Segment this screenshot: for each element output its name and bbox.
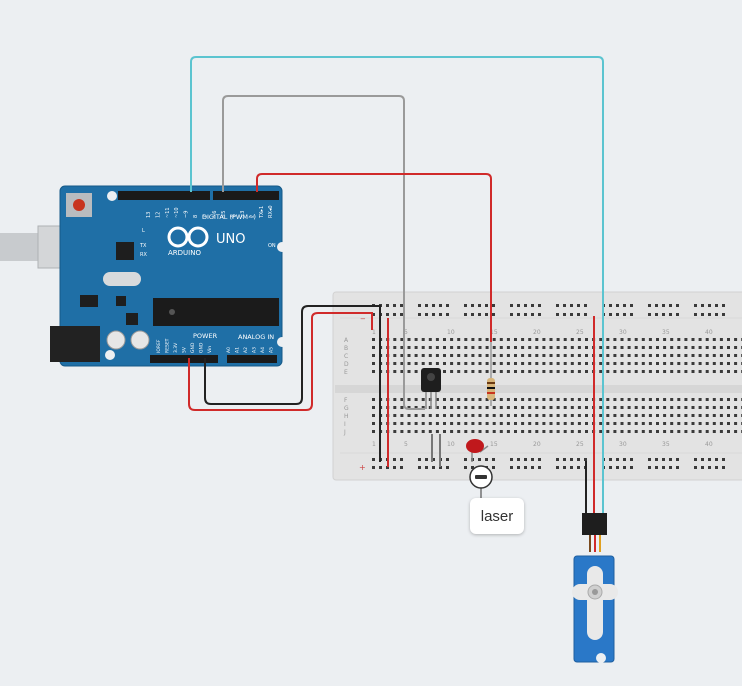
bb-row-letter: I [344, 421, 346, 428]
digital-header-right [213, 191, 279, 200]
bb-row-letter: G [344, 405, 349, 412]
bb-row-letter: H [344, 413, 349, 420]
digital-pin-label: 13 [146, 212, 152, 218]
bb-column-number-top: 5 [404, 329, 408, 336]
wire-led-signal[interactable] [256, 173, 492, 342]
digital-pin-label: 8 [193, 215, 199, 218]
ir-receiver[interactable] [421, 368, 441, 409]
bb-column-number-bottom: 25 [576, 441, 584, 448]
bb-column-number-bottom: 10 [447, 441, 455, 448]
bb-row-letter: B [344, 345, 348, 352]
arduino-logo [167, 226, 209, 248]
led-on-label: ON [268, 243, 276, 249]
bb-column-number-bottom: 5 [404, 441, 408, 448]
digital-pin-label: 2 [249, 215, 255, 218]
bb-column-number-top: 25 [576, 329, 584, 336]
analog-header [227, 355, 277, 363]
arduino-model-label: UNO [216, 232, 245, 247]
bb-row-letter: C [344, 353, 348, 360]
power-pin-label: Vin [207, 346, 213, 353]
bb-row-letter: A [344, 337, 349, 344]
bb-column-number-bottom: 35 [662, 441, 670, 448]
power-jack [50, 326, 100, 362]
digital-header-label: DIGITAL (PWM~) [202, 213, 256, 221]
bb-column-number-bottom: 30 [619, 441, 627, 448]
power-pin-label: 3.3V [173, 342, 179, 353]
power-pin-label: A1 [235, 347, 241, 353]
bb-column-number-top: 35 [662, 329, 670, 336]
digital-pin-label: ~3 [240, 211, 246, 218]
laser-led[interactable] [466, 439, 493, 498]
rail-plus-bottom: + [359, 463, 366, 472]
bb-column-number-top: 40 [705, 329, 713, 336]
analog-label: ANALOG IN [238, 333, 274, 341]
breadboard-holes [372, 304, 742, 469]
digital-pin-label: ~6 [212, 211, 218, 218]
power-pin-label: A4 [260, 347, 266, 353]
power-pin-label: GND [199, 342, 205, 353]
led-l-label: L [142, 228, 145, 234]
digital-pin-label: ~5 [221, 211, 227, 218]
digital-pin-label: ~11 [165, 207, 171, 218]
power-pin-label: A5 [269, 347, 275, 353]
digital-pin-label: RX◂0 [268, 205, 274, 218]
breadboard[interactable]: − + [332, 291, 742, 481]
wire-ground[interactable] [204, 305, 381, 462]
digital-header-left [118, 191, 210, 200]
wire-ir-signal[interactable] [222, 95, 425, 410]
power-pin-label: GND [190, 342, 196, 353]
wire-servo-signal[interactable] [190, 56, 604, 515]
power-pin-label: A2 [243, 347, 249, 353]
arduino-brand-label: ARDUINO [168, 249, 201, 257]
bb-column-number-top: 10 [447, 329, 455, 336]
bb-column-number-top: 30 [619, 329, 627, 336]
bb-row-letter: D [344, 361, 349, 368]
digital-pin-label: TX▸1 [259, 206, 265, 219]
bb-column-number-top: 20 [533, 329, 541, 336]
bb-column-number-bottom: 1 [372, 441, 376, 448]
bb-row-letter: F [344, 397, 348, 404]
led-rx-label: RX [140, 252, 147, 258]
bb-row-letter: J [343, 429, 346, 436]
micro-servo[interactable] [572, 513, 618, 663]
resistor[interactable] [487, 342, 495, 406]
bb-column-number-bottom: 15 [490, 441, 498, 448]
digital-pin-label: ~10 [174, 207, 180, 218]
bb-column-number-bottom: 40 [705, 441, 713, 448]
laser-label: laser [480, 507, 514, 525]
power-header [150, 355, 218, 363]
power-pin-label: IOREF [156, 339, 162, 353]
rail-minus-top: − [360, 315, 366, 323]
bb-column-number-top: 1 [372, 329, 376, 336]
bb-column-number-bottom: 20 [533, 441, 541, 448]
power-pin-label: A0 [226, 347, 232, 353]
digital-pin-label: ~9 [184, 211, 190, 218]
power-label: POWER [193, 332, 218, 340]
laser-label-callout: laser [470, 498, 524, 534]
wire-power-5v[interactable] [188, 312, 373, 411]
power-pin-label: RESET [165, 338, 171, 353]
servo-connector [582, 513, 607, 535]
digital-pin-label: 12 [155, 212, 161, 218]
bb-column-number-top: 15 [490, 329, 498, 336]
digital-pin-label: 7 [202, 215, 208, 218]
bb-row-letter: E [344, 369, 348, 376]
power-pin-label: 5V [182, 346, 188, 353]
power-pin-label: A3 [252, 347, 258, 353]
digital-pin-label: 4 [231, 215, 237, 218]
arduino-uno-board[interactable] [50, 185, 287, 367]
led-tx-label: TX [139, 243, 147, 249]
